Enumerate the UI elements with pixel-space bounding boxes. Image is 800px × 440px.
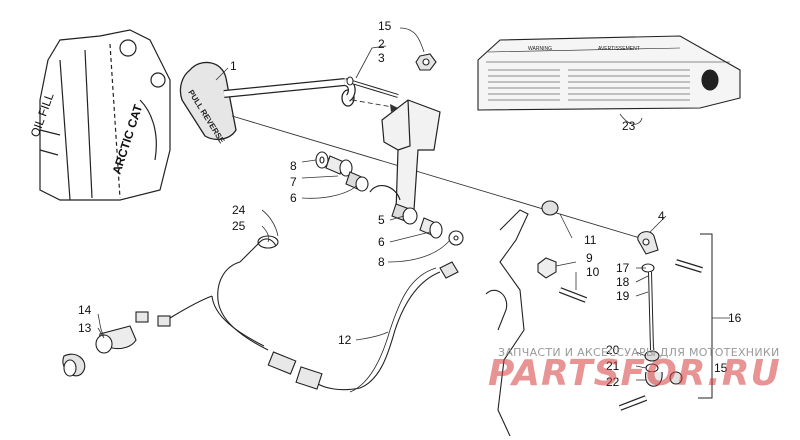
callout-5: 5 xyxy=(378,213,385,227)
callout-3: 3 xyxy=(378,51,385,65)
leader-lines xyxy=(97,27,730,381)
callout-11: 11 xyxy=(584,233,597,247)
reverse-lever-bracket xyxy=(369,99,441,219)
decal-text-avertissement: AVERTISSEMENT xyxy=(598,46,640,52)
callout-15-bottom: 15 xyxy=(714,361,728,375)
callout-25: 25 xyxy=(232,219,246,233)
callout-14: 14 xyxy=(78,303,92,317)
callout-15-top: 15 xyxy=(378,19,392,33)
shift-rod-assembly xyxy=(618,231,703,411)
callout-12: 12 xyxy=(338,333,352,347)
callout-17: 17 xyxy=(616,261,630,275)
callout-16: 16 xyxy=(728,311,742,325)
nut-15-top xyxy=(415,53,437,71)
callout-9: 9 xyxy=(586,251,593,265)
watermark-caption: ЗАПЧАСТИ И АКСЕССУАРЫ ДЛЯ МОТОТЕХНИКИ xyxy=(498,346,780,359)
assembly-line-main xyxy=(231,115,641,239)
callout-10: 10 xyxy=(586,265,600,279)
callout-4: 4 xyxy=(658,209,665,223)
callout-18: 18 xyxy=(616,275,630,289)
callout-23: 23 xyxy=(622,119,636,133)
callout-6-upper: 6 xyxy=(290,191,297,205)
bushing-set-upper xyxy=(315,151,369,192)
callout-13: 13 xyxy=(78,321,92,335)
callout-2: 2 xyxy=(378,37,385,51)
warning-decal xyxy=(477,35,741,111)
watermark-logo: PARTSFOR.RU xyxy=(488,353,781,394)
bracket-16 xyxy=(698,233,713,399)
bushing-set-lower xyxy=(391,203,464,246)
engine-housing xyxy=(39,29,171,201)
bolt-3 xyxy=(346,76,399,98)
callout-24: 24 xyxy=(232,203,246,217)
engine-label-brand: ARCTIC CAT xyxy=(110,102,146,176)
callout-7: 7 xyxy=(290,175,297,189)
reverse-handle xyxy=(179,61,356,141)
callouts: 1 2 3 4 5 6 6 7 8 8 9 10 11 12 13 14 15 … xyxy=(78,19,742,389)
callout-19: 19 xyxy=(616,289,630,303)
engine-label-oil-fill: OIL FILL xyxy=(28,90,57,139)
decal-text-warning: WARNING xyxy=(528,46,552,52)
callout-8-lower: 8 xyxy=(378,255,385,269)
arrow-head xyxy=(390,104,398,112)
callout-22: 22 xyxy=(606,375,620,389)
callout-6-lower: 6 xyxy=(378,235,385,249)
reverse-switch-harness xyxy=(62,235,459,393)
shift-plate xyxy=(485,200,588,437)
callout-20: 20 xyxy=(606,343,620,357)
callout-1: 1 xyxy=(230,59,237,73)
callout-21: 21 xyxy=(606,359,620,373)
callout-8-upper: 8 xyxy=(290,159,297,173)
